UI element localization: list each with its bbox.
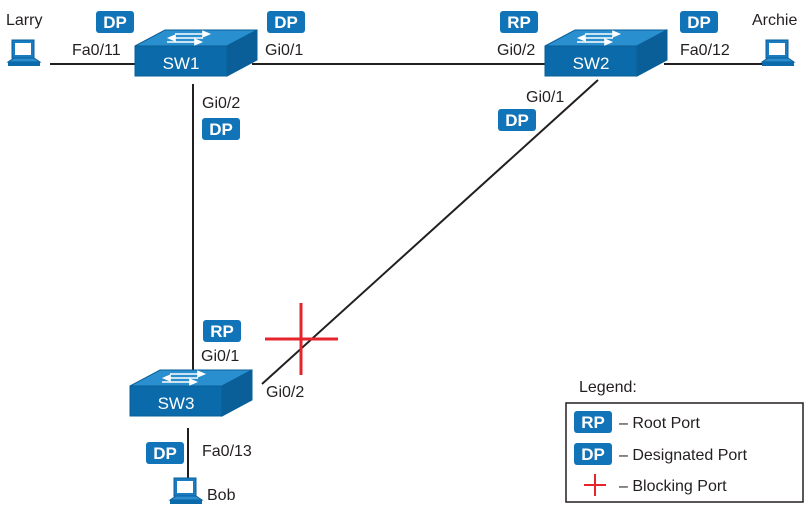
pc-icon [761,39,795,67]
legend-item-blocking-port: – Blocking Port [584,474,727,496]
port-label-sw3-gi0-2: Gi0/2 [266,384,304,401]
host-label-larry: Larry [6,12,42,29]
legend-badge-rp: RP [581,413,605,432]
host-bob [169,477,203,505]
port-label-sw1-gi0-2: Gi0/2 [202,95,240,112]
switch-label-sw2: SW2 [573,54,610,73]
badge-sw3-gi0-1: RP [203,320,241,342]
port-label-sw1-fa0-11: Fa0/11 [72,42,121,59]
badge-text: DP [153,444,177,463]
legend-item-root-port: RP – Root Port [574,411,700,433]
links [50,63,762,478]
legend: Legend: RP – Root Port DP – Designated P… [565,379,804,503]
legend-label-blocking-port: – Blocking Port [619,478,727,495]
legend-badge-dp: DP [581,445,605,464]
host-label-archie: Archie [752,12,797,29]
pc-icon [169,477,203,505]
pc-icon [7,39,41,67]
badge-text: DP [505,111,529,130]
switch-sw3: SW3 [129,369,253,417]
legend-label-designated-port: – Designated Port [619,447,748,464]
badge-text: RP [210,322,234,341]
badge-text: RP [507,13,531,32]
badge-sw2-fa0-12: DP [680,11,718,33]
badge-text: DP [103,13,127,32]
legend-title: Legend: [579,379,637,396]
host-label-bob: Bob [207,487,236,504]
port-label-sw3-gi0-1: Gi0/1 [201,348,239,365]
legend-blocking-cross-icon [584,474,606,496]
badge-sw2-gi0-1: DP [498,109,536,131]
switch-sw1: SW1 [134,29,258,77]
host-larry [7,39,41,67]
switch-label-sw3: SW3 [158,394,195,413]
port-label-sw3-fa0-13: Fa0/13 [202,443,252,460]
port-label-sw1-gi0-1: Gi0/1 [265,42,303,59]
badge-sw1-gi0-1: DP [267,11,305,33]
badge-text: DP [274,13,298,32]
link-sw2-sw3 [261,79,599,385]
port-label-sw2-gi0-2: Gi0/2 [497,42,535,59]
switch-label-sw1: SW1 [163,54,200,73]
badge-sw2-gi0-2: RP [500,11,538,33]
legend-item-designated-port: DP – Designated Port [574,443,748,465]
badge-sw3-fa0-13: DP [146,442,184,464]
legend-box [565,402,804,503]
switch-sw2: SW2 [544,29,668,77]
port-label-sw2-fa0-12: Fa0/12 [680,42,730,59]
badge-sw1-gi0-2: DP [202,118,240,140]
badge-text: DP [687,13,711,32]
legend-label-root-port: – Root Port [619,415,700,432]
blocking-cross-icon [265,303,338,375]
host-archie [761,39,795,67]
badge-sw1-fa0-11: DP [96,11,134,33]
port-label-sw2-gi0-1: Gi0/1 [526,89,564,106]
badge-text: DP [209,120,233,139]
